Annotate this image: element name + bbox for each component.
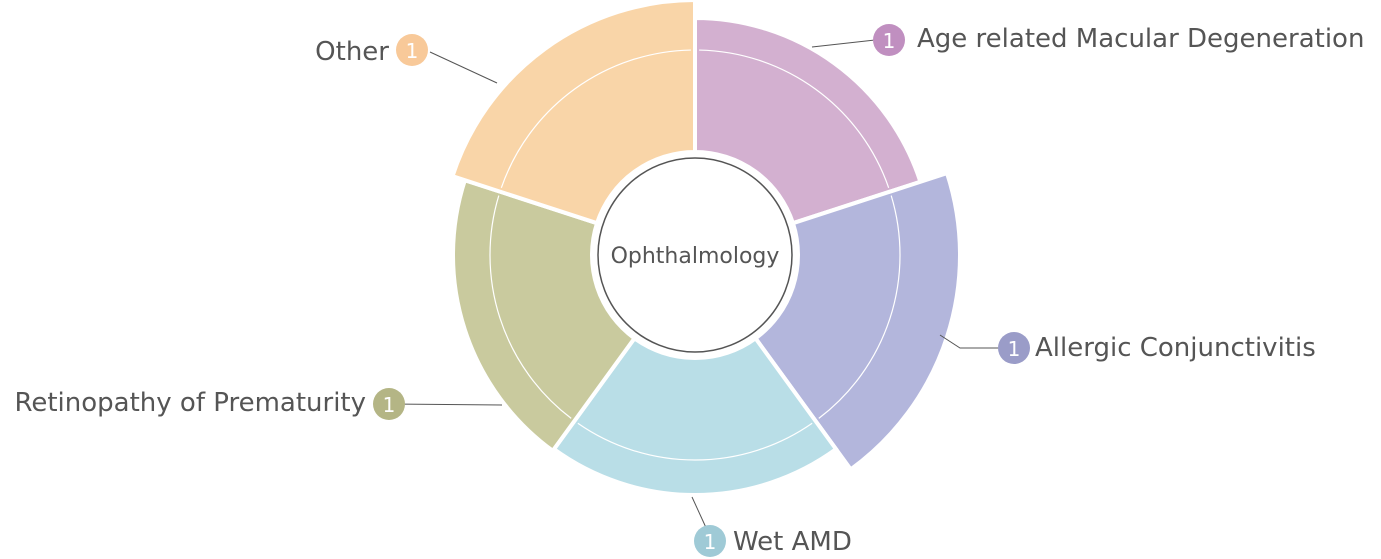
slice-4[interactable] <box>449 0 697 226</box>
count-badge-value: 1 <box>406 39 419 63</box>
center-circle <box>597 157 793 353</box>
slice-0[interactable] <box>693 15 923 226</box>
slice-1[interactable] <box>752 170 962 473</box>
count-badge-value: 1 <box>383 393 396 417</box>
slice-label: Wet AMD <box>733 527 852 557</box>
grid-arc <box>818 195 901 419</box>
count-badge <box>998 332 1030 364</box>
count-badge <box>396 34 428 66</box>
count-badge-value: 1 <box>1008 337 1021 361</box>
label-connector <box>939 334 1000 349</box>
grid-arc <box>489 195 572 419</box>
count-badge-value: 1 <box>883 29 896 53</box>
slice-2[interactable] <box>551 335 839 497</box>
grid-arc <box>577 422 813 461</box>
slice-label: Retinopathy of Prematurity <box>14 388 366 418</box>
label-connector <box>389 403 503 406</box>
slice-label: Other <box>315 37 389 67</box>
grid-arc <box>699 49 890 188</box>
slice-3[interactable] <box>451 177 638 454</box>
slice-label: Age related Macular Degeneration <box>917 24 1364 54</box>
count-badge <box>694 525 726 557</box>
count-badge-value: 1 <box>704 530 717 554</box>
center-title: Ophthalmology <box>611 244 780 269</box>
label-connector <box>811 39 876 48</box>
count-badge <box>373 388 405 420</box>
slice-label: Allergic Conjunctivitis <box>1035 333 1316 363</box>
grid-arc <box>500 49 691 188</box>
count-badge <box>873 24 905 56</box>
label-connector <box>429 51 498 84</box>
